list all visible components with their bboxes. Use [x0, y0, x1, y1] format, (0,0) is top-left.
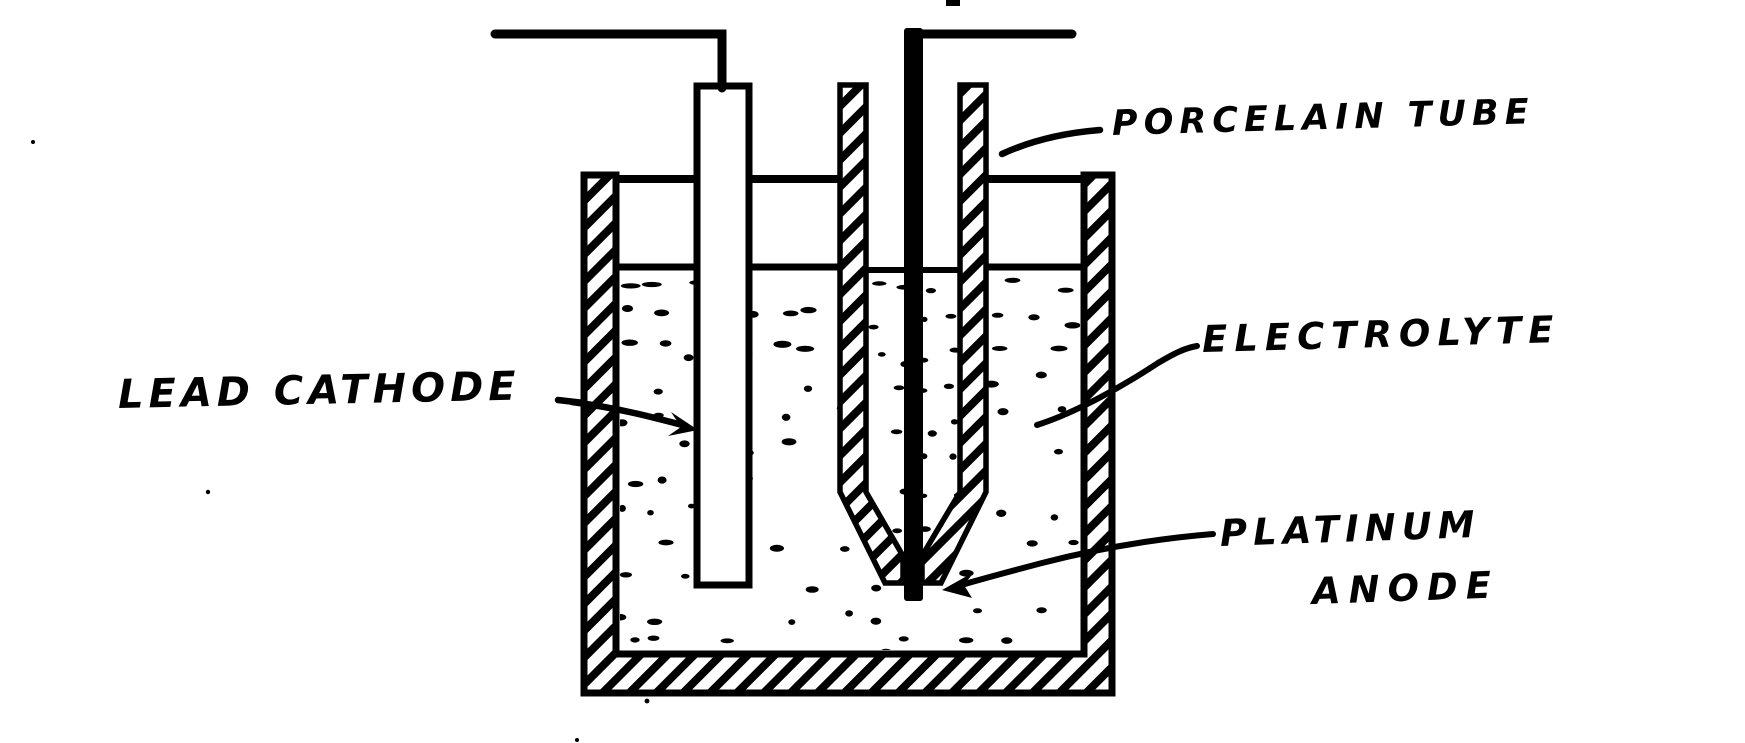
electrolyte-leader-line — [1034, 343, 1200, 428]
platinum-anode-arrowhead — [942, 572, 974, 598]
paper-specks — [31, 140, 650, 742]
lead-cathode-arrow-line — [554, 396, 690, 430]
label-platinum-anode-line1: PLATINUM — [1219, 502, 1482, 555]
porcelain-tube-leader-line — [998, 126, 1104, 158]
lead-cathode-arrowhead — [668, 412, 698, 436]
label-platinum-anode-line2: ANODE — [1311, 563, 1500, 613]
label-lead-cathode: LEAD CATHODE — [117, 363, 522, 418]
cathode-wire — [490, 29, 727, 93]
platinum-anode-arrow-line — [955, 531, 1216, 589]
top-edge-mark — [946, 0, 960, 6]
platinum-anode-rod — [904, 28, 923, 601]
lead-cathode-bar — [693, 82, 753, 589]
porcelain-tube-left-wall — [837, 82, 906, 586]
